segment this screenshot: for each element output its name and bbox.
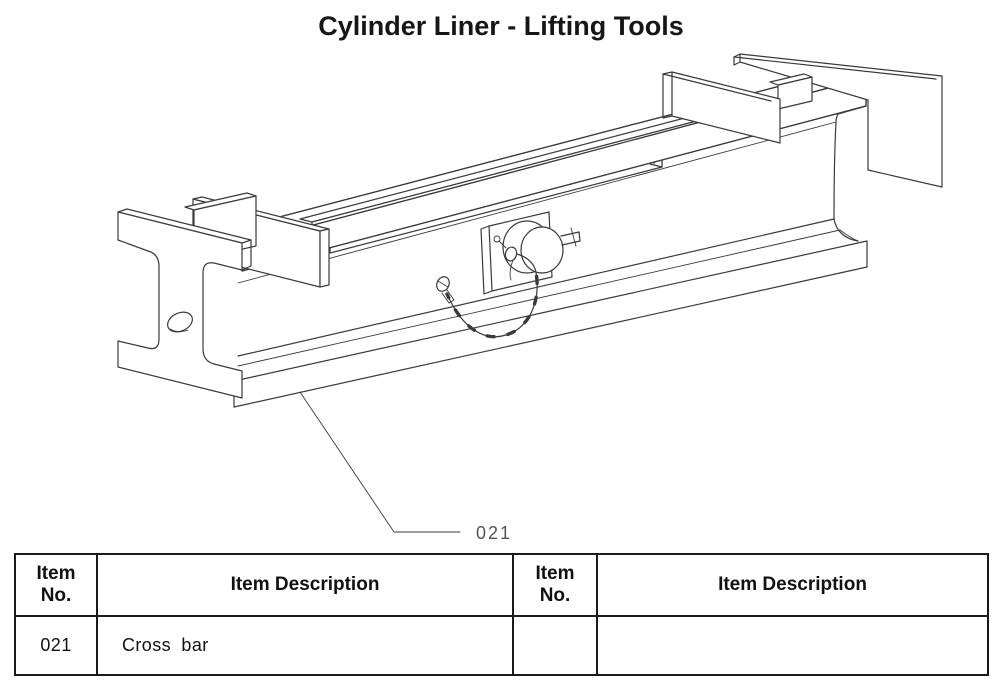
row-item-description-1: Cross bar	[98, 617, 514, 674]
header-line: Item Description	[718, 573, 867, 595]
header-line: No.	[539, 585, 571, 606]
center-pin-plate	[480, 211, 581, 295]
right-end-bracket	[662, 53, 943, 188]
lanyard-and-screw	[436, 253, 539, 339]
header-line: No.	[40, 585, 72, 606]
header-item-no-2: Item No.	[514, 555, 598, 617]
callout: 021	[299, 391, 512, 543]
technical-drawing: 021	[117, 53, 943, 543]
header-item-description-2: Item Description	[598, 555, 987, 617]
item-description-value: Cross bar	[122, 635, 209, 655]
leader-line	[299, 391, 461, 533]
header-line: Item	[535, 562, 575, 584]
parts-table: Item No. Item Description Item No. Item …	[14, 553, 989, 676]
page-title: Cylinder Liner - Lifting Tools	[318, 11, 684, 41]
header-line: Item Description	[230, 573, 380, 595]
header-item-description-1: Item Description	[98, 555, 514, 617]
header-line: Item	[36, 562, 76, 584]
row-item-description-2	[598, 617, 987, 674]
callout-label: 021	[476, 523, 512, 543]
header-item-no-1: Item No.	[16, 555, 98, 617]
row-item-no-1: 021	[16, 617, 98, 674]
left-end-plate	[117, 208, 252, 399]
row-item-no-2	[514, 617, 598, 674]
left-top-bracket	[184, 192, 330, 288]
item-no-value: 021	[40, 635, 72, 655]
